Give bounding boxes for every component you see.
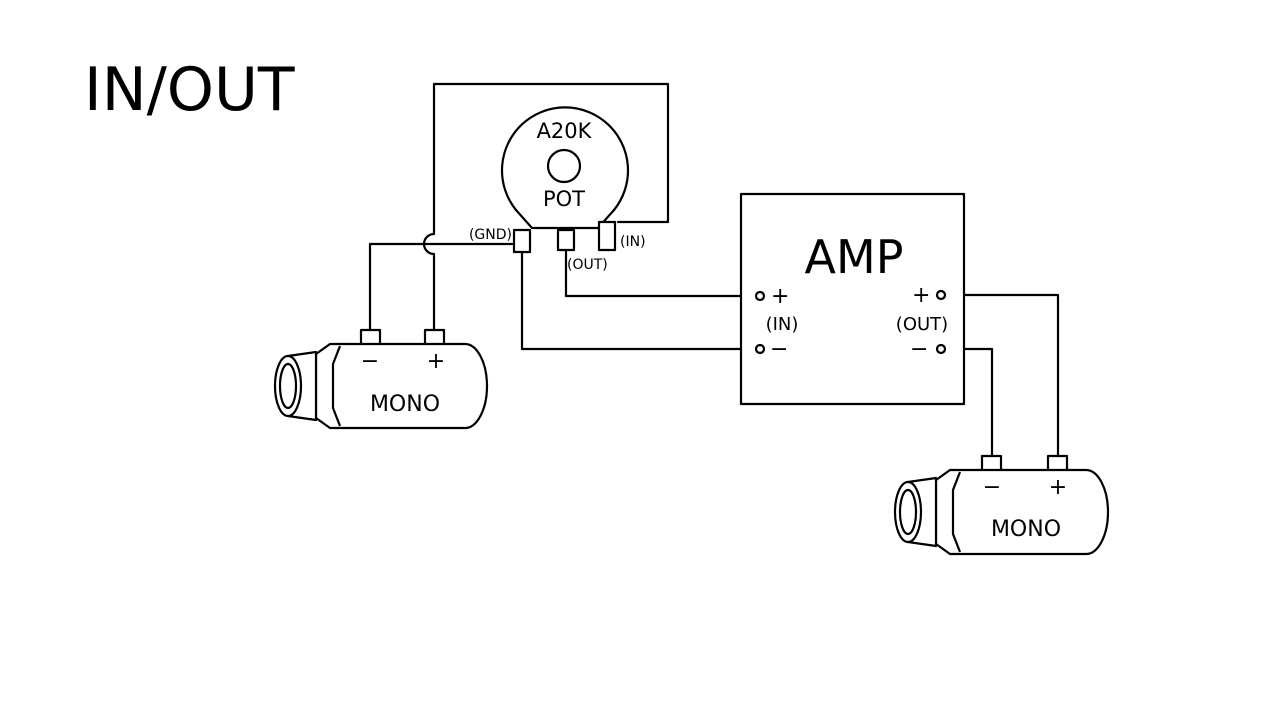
input-jack-lug-plus <box>423 328 446 347</box>
pot-pin-gnd-label: (GND) <box>469 227 512 243</box>
input-jack-hole <box>278 362 298 410</box>
output-jack-lug-plus <box>1046 454 1069 473</box>
amp-in-minus-symbol: − <box>770 337 788 362</box>
wire-pot-out-to-amp-in-plus <box>564 248 757 298</box>
output-jack-lug-minus <box>980 454 1003 473</box>
output-jack-minus-symbol: − <box>983 475 1001 500</box>
amp-out-plus-terminal <box>935 289 947 301</box>
input-jack-lug-minus <box>359 328 382 347</box>
diagram-title: IN/OUT <box>84 55 295 125</box>
input-jack-plus-symbol: + <box>427 349 445 374</box>
output-jack-plus-symbol: + <box>1049 475 1067 500</box>
amp-in-label: (IN) <box>766 314 799 335</box>
input-jack: − + MONO <box>273 328 489 430</box>
amp-in-plus-symbol: + <box>771 284 789 309</box>
output-jack-hole <box>898 488 918 536</box>
amp-in-plus-terminal <box>754 290 766 302</box>
pot-lug-gnd <box>512 228 532 254</box>
amp-box <box>739 192 966 406</box>
pot-lug-out <box>556 228 576 252</box>
amplifier: AMP + (IN) − + (OUT) − <box>739 192 966 406</box>
amp-out-minus-symbol: − <box>910 337 928 362</box>
amp-name: AMP <box>805 230 904 284</box>
output-jack: − + MONO <box>893 454 1110 556</box>
pot-value: A20K <box>537 119 593 143</box>
pot-shaft <box>546 148 582 184</box>
input-jack-body-ridge <box>331 345 342 427</box>
amp-out-label: (OUT) <box>896 314 948 335</box>
pot-name: POT <box>543 187 585 211</box>
pot-pin-out-label: (OUT) <box>567 257 608 273</box>
input-jack-minus-symbol: − <box>361 349 379 374</box>
amp-out-plus-symbol: + <box>912 283 930 308</box>
output-jack-body <box>934 468 1110 556</box>
wire-pot-in-to-jack-plus <box>422 82 670 332</box>
output-jack-label: MONO <box>991 517 1061 542</box>
output-jack-body-ridge <box>951 471 962 553</box>
input-jack-label: MONO <box>370 392 440 417</box>
wire-amp-out-plus-to-jack-plus <box>943 293 1060 458</box>
pot-pin-in-label: (IN) <box>620 234 646 250</box>
wire-jack-minus-to-pot-gnd <box>368 242 514 332</box>
amp-in-minus-terminal <box>754 343 766 355</box>
potentiometer: A20K POT (GND) (OUT) (IN) <box>469 106 646 273</box>
amp-out-minus-terminal <box>935 343 947 355</box>
input-jack-body <box>314 342 489 430</box>
wire-pot-gnd-to-amp-in-minus <box>520 250 757 351</box>
pot-lug-in <box>597 220 617 252</box>
